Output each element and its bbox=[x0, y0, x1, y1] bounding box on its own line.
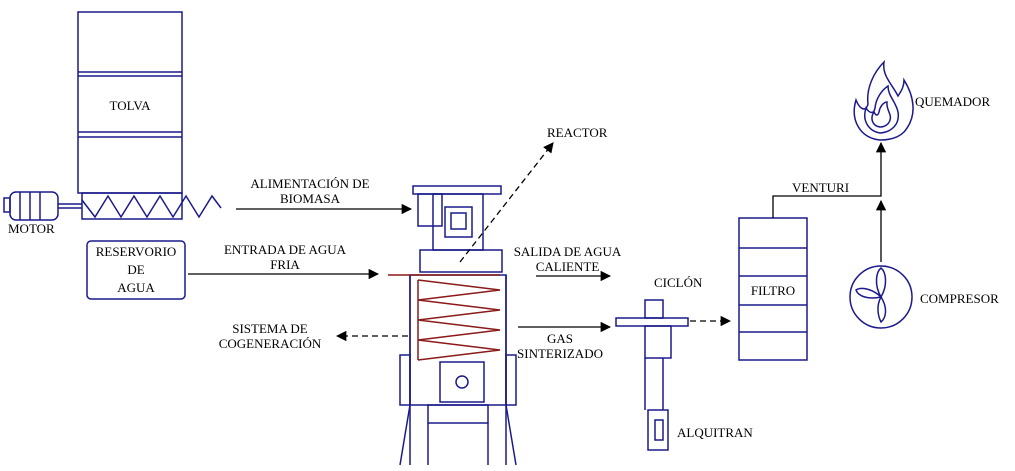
motor bbox=[3, 191, 82, 221]
reservoir-label-1: RESERVORIO bbox=[95, 244, 177, 259]
venturi-label: VENTURI bbox=[792, 180, 850, 195]
syngas-label-1: GAS bbox=[546, 331, 573, 346]
reservoir-label-2: DE bbox=[127, 262, 145, 277]
cold-water-label-1: ENTRADA DE AGUA bbox=[223, 242, 347, 257]
reactor-pointer-arrow bbox=[459, 142, 554, 263]
screw-conveyor bbox=[81, 192, 222, 220]
cyclone bbox=[615, 299, 689, 451]
hot-water-label-1: SALIDA DE AGUA bbox=[513, 244, 622, 259]
heating-coil bbox=[388, 274, 501, 361]
filter-label: FILTRO bbox=[750, 283, 796, 298]
biomass-feed-label-1: ALIMENTACIÓN DE bbox=[250, 176, 370, 191]
cyclone-label: CICLÓN bbox=[654, 275, 703, 290]
biomass-feed-label-2: BIOMASA bbox=[280, 191, 340, 206]
hopper-label: TOLVA bbox=[109, 98, 151, 113]
hot-water-label-2: CALIENTE bbox=[535, 259, 600, 274]
reservoir-label-3: AGUA bbox=[117, 280, 155, 295]
cogeneration-label-1: SISTEMA DE bbox=[232, 321, 308, 336]
compressor-label: COMPRESOR bbox=[920, 291, 999, 306]
motor-label: MOTOR bbox=[8, 221, 55, 236]
syngas-label-2: SINTERIZADO bbox=[517, 346, 603, 361]
burner-flame-icon bbox=[853, 59, 914, 141]
cold-water-label-2: FRIA bbox=[270, 257, 300, 272]
venturi-line bbox=[772, 141, 887, 218]
tar-label: ALQUITRAN bbox=[677, 425, 753, 440]
reactor bbox=[399, 185, 517, 466]
reactor-label: REACTOR bbox=[547, 125, 608, 140]
burner-label: QUEMADOR bbox=[915, 94, 991, 109]
flow-arrows bbox=[188, 141, 887, 342]
water-reservoir bbox=[86, 240, 186, 300]
compressor bbox=[849, 265, 913, 329]
cogeneration-label-2: COGENERACIÓN bbox=[218, 336, 322, 351]
